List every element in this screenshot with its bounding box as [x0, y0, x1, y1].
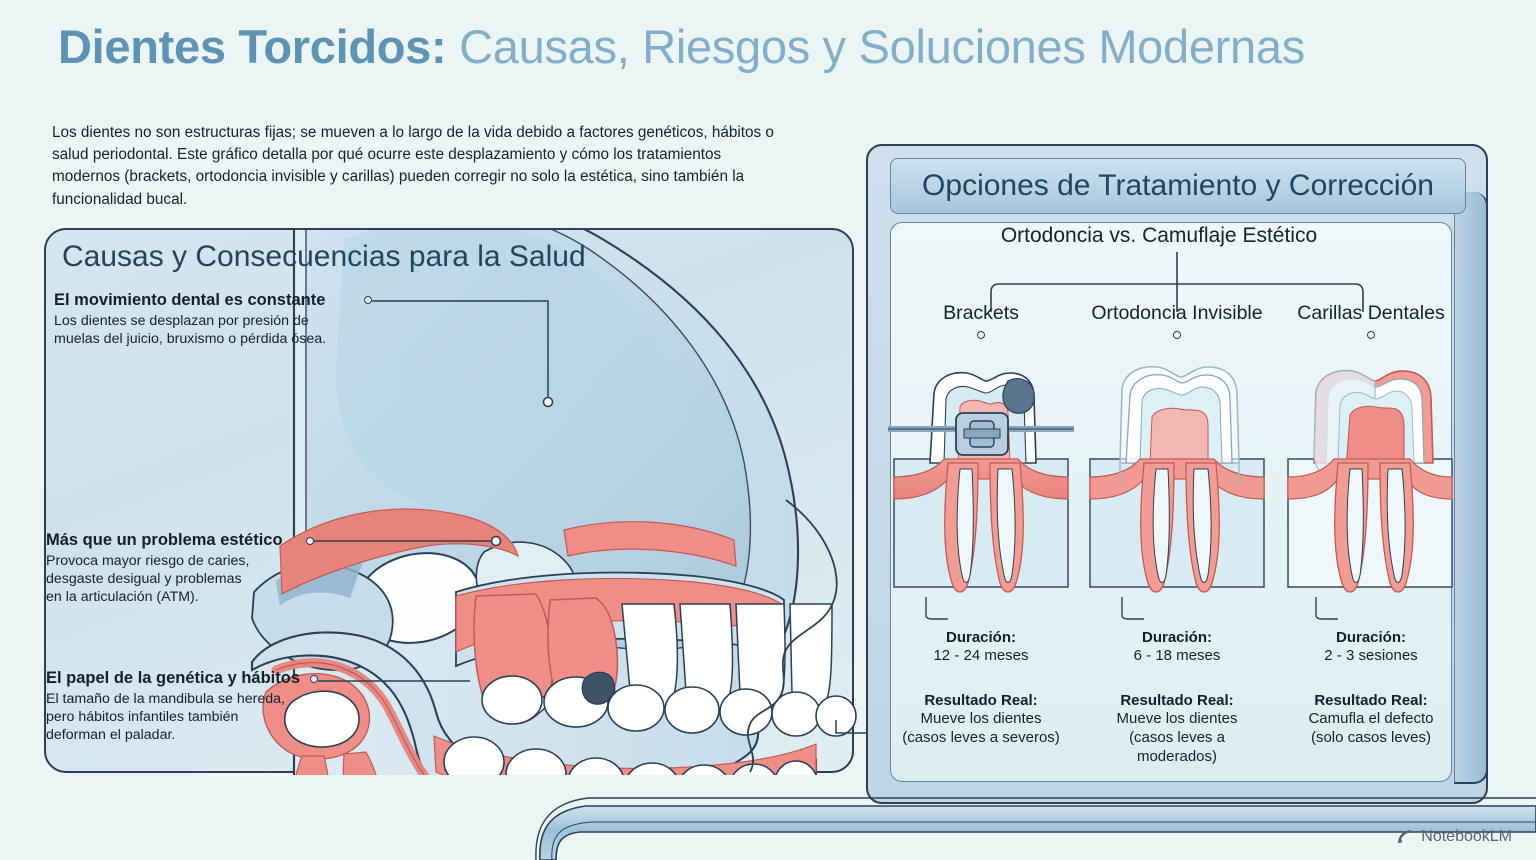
callout-title: El movimiento dental es constante: [54, 291, 326, 309]
duration-connector: [1121, 597, 1144, 620]
treatment-anchor-dot: [1173, 331, 1181, 339]
callout-movimiento-dental: El movimiento dental es constante Los di…: [54, 290, 372, 348]
treatment-anchor-dot: [1367, 331, 1375, 339]
callout-title: El papel de la genética y hábitos: [46, 669, 300, 687]
result-label: Resultado Real:: [1120, 692, 1234, 709]
treatment-name: Ortodoncia Invisible: [1091, 302, 1263, 324]
tooth-diagram-brackets: [886, 331, 1076, 597]
page-title-light: Causas, Riesgos y Soluciones Modernas: [446, 20, 1305, 73]
treatment-anchor-dot: [977, 331, 985, 339]
duration-label: Duración:: [945, 629, 1016, 646]
result-label: Resultado Real:: [1314, 692, 1428, 709]
callout-anchor-dot: [306, 537, 314, 545]
right-panel-heading: Opciones de Tratamiento y Corrección: [922, 169, 1434, 202]
duration-value: 6 - 18 meses: [1133, 647, 1221, 664]
right-panel-3d-edge: [1454, 192, 1488, 784]
cavity-icon: [1002, 378, 1035, 414]
duration-value: 2 - 3 sesiones: [1324, 647, 1418, 664]
callout-anchor-dot: [310, 675, 318, 683]
left-panel-heading: Causas y Consecuencias para la Salud: [62, 240, 586, 273]
notebooklm-icon: [1398, 830, 1412, 843]
treatment-column-carillas: Carillas Dentales: [1276, 302, 1466, 748]
cavity-marker: [581, 671, 615, 705]
result-value: Mueve los dientes (casos leves a moderad…: [1116, 710, 1238, 765]
treatment-name: Brackets: [943, 302, 1019, 324]
treatment-tree-connector: [990, 252, 1364, 312]
tooth-diagram-aligner: [1082, 331, 1272, 597]
intro-paragraph: Los dientes no son estructuras fijas; se…: [52, 124, 774, 208]
result-value: Camufla el defecto (solo casos leves): [1308, 710, 1434, 746]
result-label: Resultado Real:: [924, 692, 1038, 709]
treatment-column-ortodoncia-invisible: Ortodoncia Invisible: [1082, 302, 1272, 766]
treatment-column-brackets: Brackets: [886, 302, 1076, 748]
callout-body: Los dientes se desplazan por presión de …: [54, 312, 327, 347]
callout-title: Más que un problema estético: [46, 531, 283, 549]
callout-body: Provoca mayor riesgo de caries, desgaste…: [46, 552, 250, 605]
callout-problema-estetico: Más que un problema estético Provoca may…: [46, 530, 314, 606]
page-title-strong: Dientes Torcidos:: [58, 20, 447, 73]
duration-label: Duración:: [1141, 629, 1212, 646]
result-value: Mueve los dientes (casos leves a severos…: [902, 710, 1060, 746]
duration-connector: [1315, 597, 1338, 620]
treatment-name: Carillas Dentales: [1297, 302, 1445, 324]
callout-anchor-dot: [364, 296, 372, 304]
callout-body: El tamaño de la mandibula se hereda, per…: [46, 690, 285, 743]
treatment-comparison-subtitle: Ortodoncia vs. Camuflaje Estético: [1000, 224, 1318, 247]
watermark: NotebookLM: [1395, 827, 1512, 846]
duration-value: 12 - 24 meses: [933, 647, 1029, 664]
right-panel-header-band: Opciones de Tratamiento y Corrección: [890, 158, 1466, 214]
tooth-diagram-veneer: [1276, 331, 1466, 597]
duration-connector: [925, 597, 948, 620]
watermark-label: NotebookLM: [1421, 827, 1512, 845]
bottom-frame-bar: [535, 797, 1536, 860]
page-title: Dientes Torcidos: Causas, Riesgos y Solu…: [58, 22, 1488, 71]
skull-jaw-illustration: [250, 230, 857, 775]
callout-genetica-habitos: El papel de la genética y hábitos El tam…: [46, 668, 318, 744]
duration-label: Duración:: [1335, 629, 1406, 646]
